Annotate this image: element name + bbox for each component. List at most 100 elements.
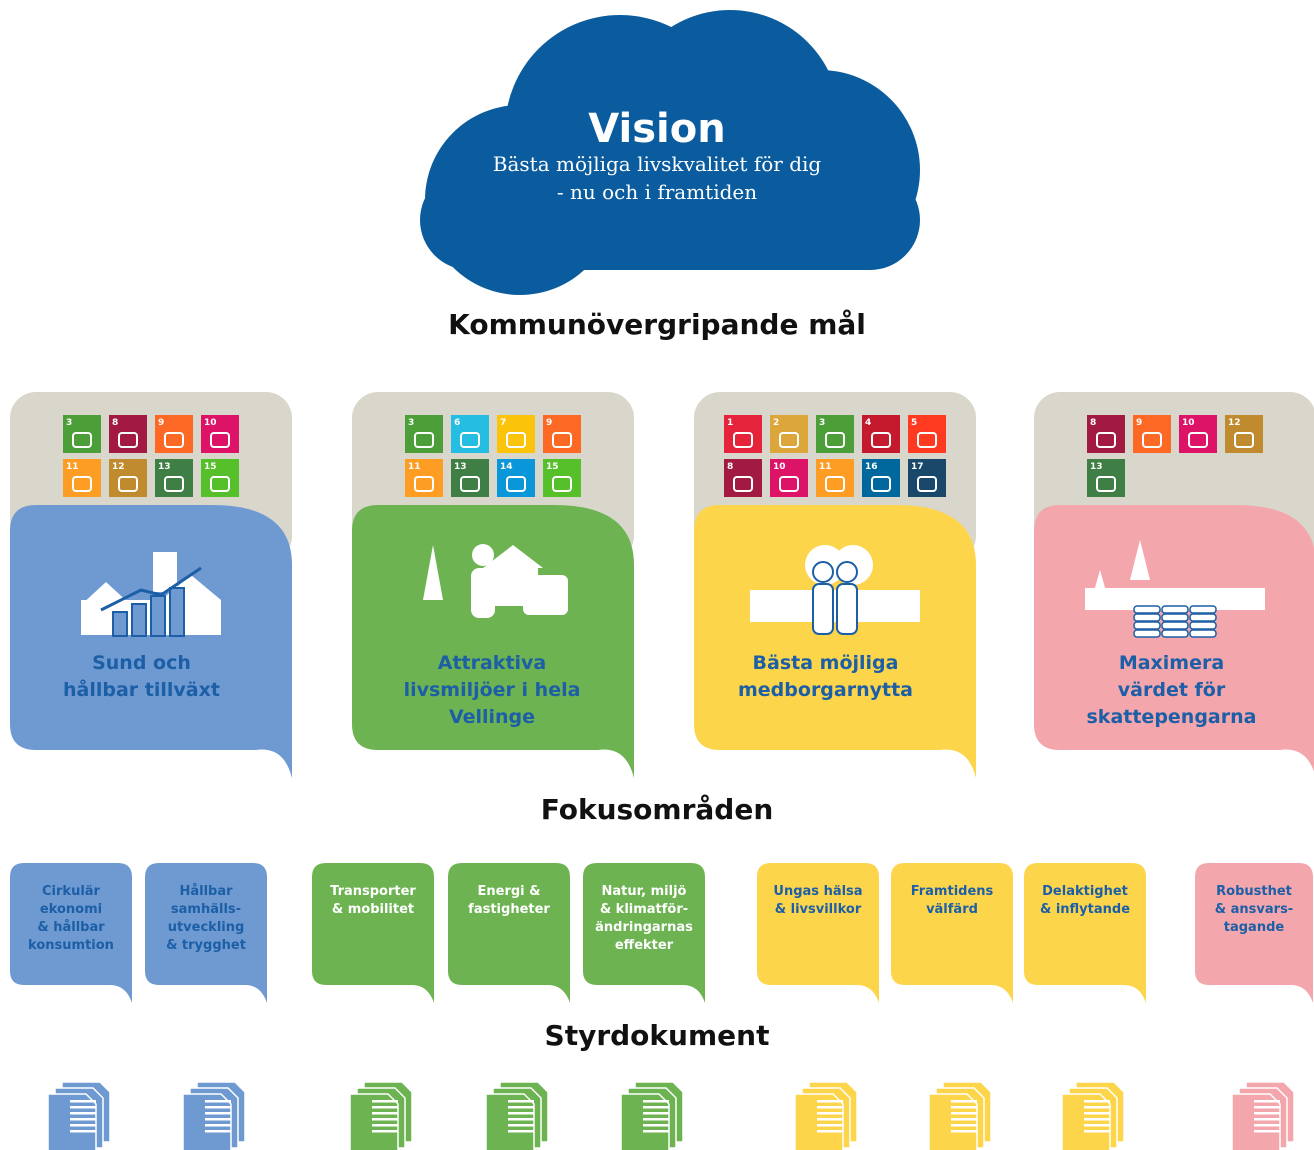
document-line xyxy=(1254,1106,1280,1109)
sdg-glyph xyxy=(825,476,845,492)
sdg-number: 6 xyxy=(454,418,460,428)
sdg-2-icon: 2 xyxy=(770,415,808,453)
document-line xyxy=(70,1130,96,1133)
sdg-number: 3 xyxy=(819,418,825,428)
goal-illustration-icon xyxy=(750,545,920,635)
sdg-12-icon: 12 xyxy=(109,459,147,497)
document-line xyxy=(951,1124,977,1127)
document-line xyxy=(205,1130,231,1133)
sdg-number: 8 xyxy=(112,418,118,428)
document-line xyxy=(1254,1124,1280,1127)
document-line xyxy=(817,1112,843,1115)
sdg-number: 9 xyxy=(546,418,552,428)
focus-label-6: Ungas hälsa & livsvillkor xyxy=(773,884,863,917)
sdg-number: 10 xyxy=(204,418,217,428)
sdg-glyph xyxy=(1234,432,1254,448)
sdg-glyph xyxy=(733,476,753,492)
document-line xyxy=(1254,1130,1280,1133)
document-line xyxy=(951,1118,977,1121)
document-line xyxy=(1254,1118,1280,1121)
sdg-glyph xyxy=(552,476,572,492)
sdg-glyph xyxy=(210,476,230,492)
focus-label-4: Energi & fastigheter xyxy=(468,884,550,917)
document-line xyxy=(205,1118,231,1121)
focus-label-8: Delaktighet & inflytande xyxy=(1039,884,1131,917)
sdg-8-icon: 8 xyxy=(724,459,762,497)
focus-label-9: Robusthet & ansvars- tagande xyxy=(1214,884,1294,935)
sdg-glyph xyxy=(1096,432,1116,448)
focus-heading: Fokusområden xyxy=(540,793,774,826)
sdg-glyph xyxy=(164,432,184,448)
sdg-number: 10 xyxy=(1182,418,1195,428)
sdg-glyph xyxy=(460,476,480,492)
document-line xyxy=(508,1100,534,1103)
document-stack-icon xyxy=(1231,1081,1295,1150)
houses xyxy=(750,590,920,622)
document-line xyxy=(1254,1100,1280,1103)
document-line xyxy=(205,1124,231,1127)
coin xyxy=(1133,629,1161,638)
sdg-glyph xyxy=(825,432,845,448)
sdg-number: 15 xyxy=(204,462,217,472)
sdg-number: 9 xyxy=(158,418,164,428)
sdg-3-icon: 3 xyxy=(816,415,854,453)
sdg-glyph xyxy=(552,432,572,448)
document-stack-icon xyxy=(47,1081,111,1150)
sdg-number: 12 xyxy=(1228,418,1241,428)
focus-card-4 xyxy=(448,863,570,1003)
document-line xyxy=(205,1112,231,1115)
house-roof xyxy=(483,545,543,568)
focus-card-5 xyxy=(583,863,705,1003)
sdg-glyph xyxy=(118,476,138,492)
goal-label-3: Bästa möjliga medborgarnytta xyxy=(738,652,913,701)
bar xyxy=(150,595,166,637)
sdg-number: 13 xyxy=(454,462,467,472)
sdg-11-icon: 11 xyxy=(816,459,854,497)
document-line xyxy=(372,1118,398,1121)
person-head xyxy=(472,544,494,566)
document-stack-icon xyxy=(182,1081,246,1150)
coin xyxy=(1189,613,1217,622)
focus-card-7 xyxy=(891,863,1013,1003)
document-line xyxy=(817,1130,843,1133)
sdg-glyph xyxy=(460,432,480,448)
document-line xyxy=(643,1130,669,1133)
sdg-10-icon: 10 xyxy=(770,459,808,497)
document-line xyxy=(643,1112,669,1115)
sdg-number: 8 xyxy=(1090,418,1096,428)
sdg-number: 11 xyxy=(408,462,421,472)
bar xyxy=(112,611,128,637)
sdg-14-icon: 14 xyxy=(497,459,535,497)
cloud-base xyxy=(420,170,920,270)
sdg-glyph xyxy=(1096,476,1116,492)
goal-card-body xyxy=(10,505,292,778)
person-head xyxy=(836,561,858,583)
bus xyxy=(523,575,568,615)
goal-label-1: Sund och hållbar tillväxt xyxy=(63,652,220,701)
sdg-number: 5 xyxy=(911,418,917,428)
coin xyxy=(1133,613,1161,622)
document-line xyxy=(1084,1130,1110,1133)
goal-card-body xyxy=(694,505,976,778)
document-stack-icon xyxy=(620,1081,684,1150)
coin xyxy=(1189,621,1217,630)
document-line xyxy=(508,1106,534,1109)
sdg-1-icon: 1 xyxy=(724,415,762,453)
goal-label-2: Attraktiva livsmiljöer i hela Vellinge xyxy=(403,652,581,728)
sdg-3-icon: 3 xyxy=(405,415,443,453)
sdg-glyph xyxy=(414,476,434,492)
sdg-number: 8 xyxy=(727,462,733,472)
document-line xyxy=(951,1130,977,1133)
sdg-glyph xyxy=(506,476,526,492)
sdg-number: 9 xyxy=(1136,418,1142,428)
sdg-number: 11 xyxy=(819,462,832,472)
sdg-number: 12 xyxy=(112,462,125,472)
sdg-number: 16 xyxy=(865,462,878,472)
house-roof xyxy=(81,575,221,605)
sdg-glyph xyxy=(164,476,184,492)
bar xyxy=(169,587,185,637)
sdg-glyph xyxy=(1188,432,1208,448)
